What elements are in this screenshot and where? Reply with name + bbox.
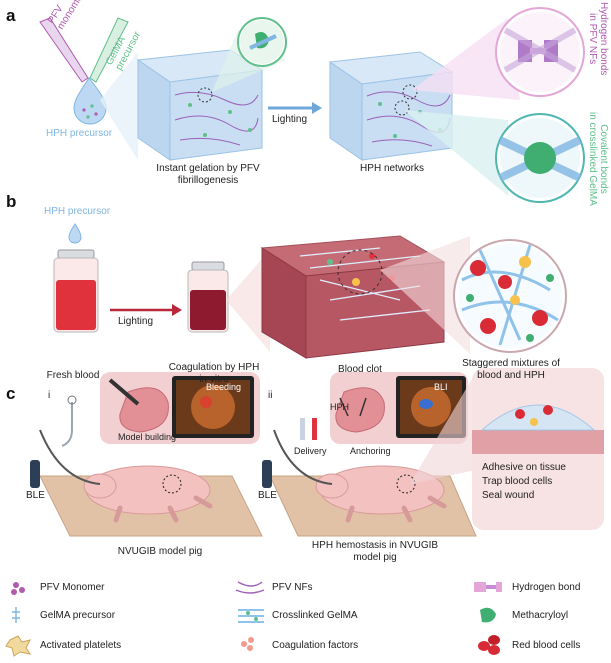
crosslinked-gelma-icon xyxy=(238,609,264,623)
legend-pfv-nfs: PFV NFs xyxy=(272,582,313,593)
fresh-blood-label: Fresh blood xyxy=(46,370,100,381)
hydrogen-bond-icon xyxy=(474,582,502,592)
caption-ii: HPH hemostasis in NVUGIB model pig xyxy=(311,540,439,563)
hph-precursor-label-a: HPH precursor xyxy=(46,128,113,139)
legend-coagulation-factors: Coagulation factors xyxy=(272,640,359,651)
trap-label: Trap blood cells xyxy=(482,476,553,487)
bli-label: BLI xyxy=(434,382,448,392)
panel-b-letter: b xyxy=(6,192,17,211)
lighting-arrow-b xyxy=(110,304,182,316)
ble-label-ii: BLE xyxy=(258,490,277,501)
panel-c-letter: c xyxy=(6,384,16,403)
pig-i xyxy=(39,429,213,523)
legend-activated-platelets: Activated platelets xyxy=(40,640,122,651)
legend-methacryloyl: Methacryloyl xyxy=(512,610,569,621)
seal-label: Seal wound xyxy=(482,490,535,501)
fresh-blood-bottle xyxy=(53,249,99,333)
legend-pfv-monomer: PFV Monomer xyxy=(40,582,105,593)
adhesive-label: Adhesive on tissue xyxy=(482,462,566,473)
blood-clot-label: Blood clot xyxy=(338,364,382,375)
legend-gelma-precursor: GelMA precursor xyxy=(40,610,116,621)
coagulated-bottle xyxy=(187,261,229,333)
caption-i: NVUGIB model pig xyxy=(117,546,203,557)
lighting-label-b: Lighting xyxy=(118,316,154,327)
lighting-label-a: Lighting xyxy=(272,114,308,125)
legend-hydrogen-bond: Hydrogen bond xyxy=(512,582,581,593)
pfv-monomer-icon xyxy=(11,582,25,595)
lighting-arrow-a xyxy=(268,102,322,114)
pfv-nfs-icon xyxy=(235,581,265,594)
spread-fan xyxy=(100,52,138,160)
hydrogel-cube-2 xyxy=(328,51,454,161)
zoom-covalent-bonds xyxy=(495,113,585,203)
zoom-methacryloyl xyxy=(237,17,287,67)
coagulation-label: Coagulation by HPH in vitro xyxy=(168,362,260,385)
bleeding-label: Bleeding xyxy=(206,382,242,392)
legend-crosslinked-gelma: Crosslinked GelMA xyxy=(272,610,358,621)
sub-panel-ii: ii xyxy=(268,390,273,401)
monitor-i xyxy=(172,376,254,438)
hph-drop-b xyxy=(68,223,82,244)
tissue-zoom-panel xyxy=(472,368,604,530)
gelma-precursor-icon xyxy=(12,607,20,623)
endoscope-device-i xyxy=(30,395,77,488)
methacryloyl-icon xyxy=(480,607,496,623)
hydrogen-bonds-label: Hydrogen bonds in PFV NFs xyxy=(587,2,609,76)
zoom-hydrogen-bonds xyxy=(495,7,585,97)
hph-precursor-label-b: HPH precursor xyxy=(44,206,111,217)
pig-ii xyxy=(273,429,447,523)
sub-panel-i: i xyxy=(48,390,51,401)
pipette-pfv xyxy=(39,17,89,83)
activated-platelets-icon xyxy=(5,635,32,657)
staggered-label: Staggered mixtures of blood and HPH xyxy=(462,358,560,381)
pipette-gelma xyxy=(89,17,129,83)
zoom-staggered-mixture xyxy=(453,239,567,353)
legend-red-blood-cells: Red blood cells xyxy=(512,640,581,651)
endoscope-device-ii xyxy=(262,418,317,488)
panel-a-letter: a xyxy=(6,6,16,25)
model-building-label: Model building xyxy=(118,432,177,442)
networks-caption: HPH networks xyxy=(360,163,424,174)
hph-label-c: HPH xyxy=(330,402,350,412)
covalent-bonds-label: Covalent bonds in crosslinked GelMA xyxy=(587,112,609,206)
anchoring-label: Anchoring xyxy=(350,446,391,456)
gelation-caption: Instant gelation by PFV fibrillogenesis xyxy=(156,163,260,186)
hydrogel-cube-1 xyxy=(136,49,264,161)
coagulation-factors-icon xyxy=(241,637,254,651)
red-blood-cells-icon xyxy=(478,635,500,655)
delivery-label: Delivery xyxy=(294,446,327,456)
ble-label-i: BLE xyxy=(26,490,45,501)
